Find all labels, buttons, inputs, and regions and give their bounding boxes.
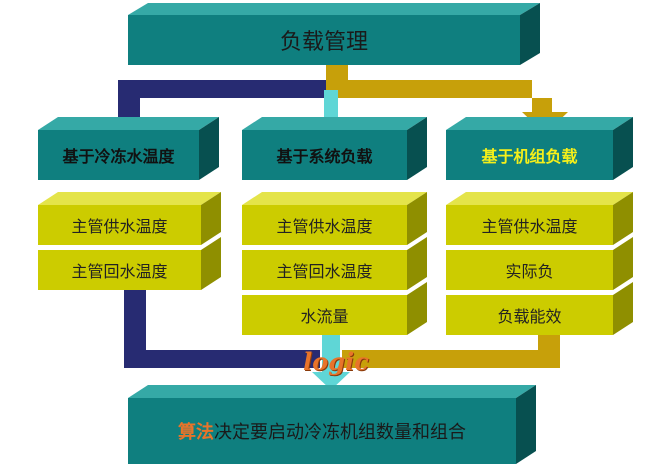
item-box-2-2	[242, 237, 427, 290]
category-box-3	[446, 117, 633, 180]
gold-merge-arrow	[342, 320, 560, 368]
category-box-2	[242, 117, 427, 180]
result-box	[128, 385, 536, 464]
category-box-1	[38, 117, 219, 180]
item-box-2-3	[242, 282, 427, 335]
item-box-3-1	[446, 192, 633, 245]
item-box-2-1	[242, 192, 427, 245]
title-box	[128, 3, 540, 65]
navy-arrow-left	[118, 80, 330, 135]
item-box-1-2	[38, 237, 221, 290]
item-box-3-2	[446, 237, 633, 290]
gold-stem	[326, 65, 348, 90]
cyan-merge-arrow	[312, 330, 350, 390]
gold-arrow-right	[332, 80, 568, 134]
item-box-1-1	[38, 192, 221, 245]
item-box-3-3	[446, 282, 633, 335]
